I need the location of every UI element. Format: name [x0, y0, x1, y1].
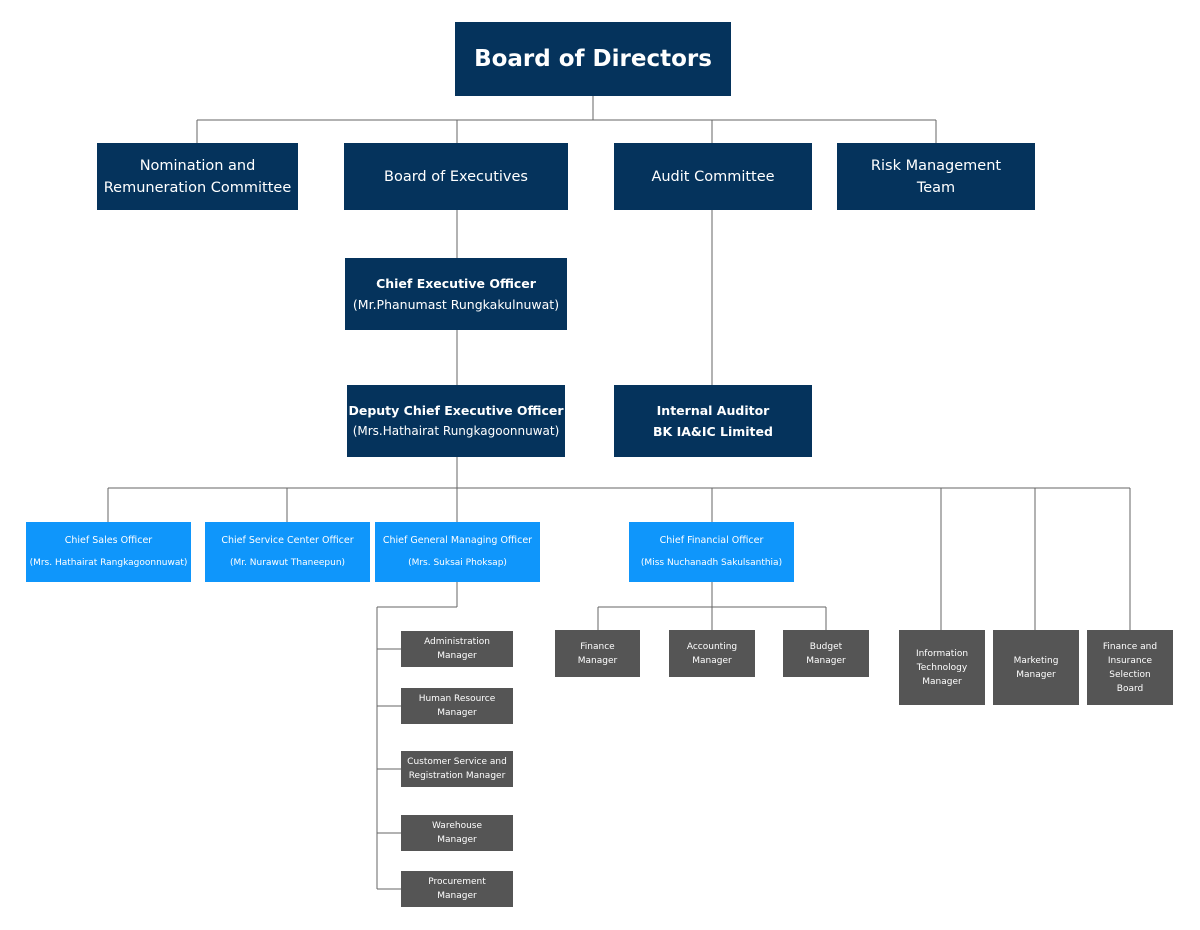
- chief-service-center-officer-name: (Mr. Nurawut Thaneepun): [229, 558, 346, 568]
- chief-sales-officer-name: (Mrs. Hathairat Rangkagoonnuwat): [29, 558, 188, 568]
- chief-sales-officer-title: Chief Sales Officer: [64, 535, 153, 546]
- board-of-executives-box: Board of Executives: [344, 143, 568, 210]
- chief-financial-officer-name: (Miss Nuchanadh Sakulsanthia): [640, 558, 783, 568]
- it-manager-box: Information Technology Manager: [899, 630, 985, 705]
- finance-insurance-board-label: Finance and Insurance Selection Board: [1102, 641, 1158, 694]
- procurement-manager-label: Procurement Manager: [428, 877, 486, 901]
- nomination-committee-label: Nomination and Remuneration Committee: [103, 157, 292, 196]
- chief-general-managing-officer-title: Chief General Managing Officer: [382, 535, 533, 546]
- internal-auditor-box: Internal Auditor BK IA&IC Limited: [614, 385, 812, 457]
- finance-manager-box: Finance Manager: [555, 630, 640, 677]
- chief-sales-officer-box: Chief Sales Officer (Mrs. Hathairat Rang…: [26, 522, 191, 582]
- administration-manager-box: Administration Manager: [401, 631, 513, 667]
- customer-service-manager-label: Customer Service and Registration Manage…: [407, 757, 507, 781]
- ceo-name: (Mr.Phanumast Rungkakulnuwat): [352, 297, 560, 312]
- accounting-manager-box: Accounting Manager: [669, 630, 755, 677]
- chief-financial-officer-box: Chief Financial Officer (Miss Nuchanadh …: [629, 522, 794, 582]
- board-of-executives-label: Board of Executives: [384, 168, 528, 185]
- administration-manager-label: Administration Manager: [424, 637, 490, 661]
- ceo-box: Chief Executive Officer (Mr.Phanumast Ru…: [345, 258, 567, 330]
- chief-service-center-officer-title: Chief Service Center Officer: [221, 535, 354, 546]
- audit-committee-label: Audit Committee: [651, 168, 775, 185]
- customer-service-manager-box: Customer Service and Registration Manage…: [401, 751, 513, 787]
- risk-management-team-box: Risk Management Team: [837, 143, 1035, 210]
- audit-committee-box: Audit Committee: [614, 143, 812, 210]
- deputy-ceo-box: Deputy Chief Executive Officer (Mrs.Hath…: [347, 385, 565, 457]
- chief-general-managing-officer-box: Chief General Managing Officer (Mrs. Suk…: [375, 522, 540, 582]
- human-resource-manager-box: Human Resource Manager: [401, 688, 513, 724]
- deputy-ceo-title: Deputy Chief Executive Officer: [348, 403, 564, 418]
- marketing-manager-box: Marketing Manager: [993, 630, 1079, 705]
- human-resource-manager-label: Human Resource Manager: [418, 694, 496, 718]
- budget-manager-label: Budget Manager: [806, 641, 846, 666]
- finance-insurance-board-box: Finance and Insurance Selection Board: [1087, 630, 1173, 705]
- deputy-ceo-name: (Mrs.Hathairat Rungkagoonnuwat): [352, 424, 560, 438]
- it-manager-label: Information Technology Manager: [915, 648, 969, 687]
- accounting-manager-label: Accounting Manager: [686, 641, 738, 666]
- risk-management-team-label: Risk Management Team: [870, 157, 1002, 196]
- warehouse-manager-box: Warehouse Manager: [401, 815, 513, 851]
- internal-auditor-title: Internal Auditor: [656, 403, 770, 418]
- internal-auditor-company: BK IA&IC Limited: [653, 424, 773, 439]
- board-of-directors-box: Board of Directors: [455, 22, 731, 96]
- budget-manager-box: Budget Manager: [783, 630, 869, 677]
- ceo-title: Chief Executive Officer: [376, 276, 536, 291]
- chief-general-managing-officer-name: (Mrs. Suksai Phoksap): [408, 558, 507, 568]
- marketing-manager-label: Marketing Manager: [1013, 655, 1059, 680]
- procurement-manager-box: Procurement Manager: [401, 871, 513, 907]
- finance-manager-label: Finance Manager: [577, 641, 618, 666]
- chief-service-center-officer-box: Chief Service Center Officer (Mr. Nurawu…: [205, 522, 370, 582]
- chief-financial-officer-title: Chief Financial Officer: [659, 535, 764, 546]
- nomination-committee-box: Nomination and Remuneration Committee: [97, 143, 298, 210]
- warehouse-manager-label: Warehouse Manager: [431, 821, 483, 845]
- board-of-directors-label: Board of Directors: [474, 46, 712, 72]
